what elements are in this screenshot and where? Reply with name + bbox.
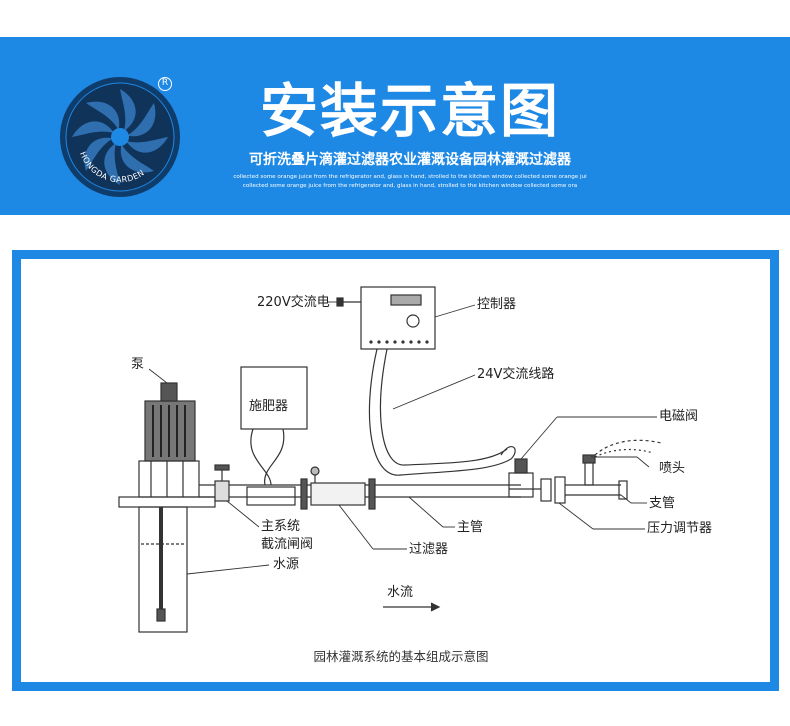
pump-base-slab	[118, 496, 216, 508]
branch-pipe-cap	[618, 480, 628, 500]
leader-pump	[148, 368, 168, 384]
hongda-garden-logo-icon: HONGDA GARDEN	[60, 77, 180, 197]
pipe-flange-right	[368, 478, 376, 510]
label-filter: 过滤器	[409, 542, 449, 557]
pressure-gauge-icon	[310, 466, 320, 476]
english-tagline-line-2: collected some orange juice from the ref…	[242, 183, 578, 189]
label-power: 220V交流电	[257, 295, 330, 310]
sprinkler-riser	[584, 460, 594, 486]
controller-display	[390, 294, 422, 306]
control-wire-24v	[368, 348, 516, 476]
leader-solenoid	[520, 416, 558, 460]
pressure-regulator-icon	[554, 476, 566, 504]
english-tagline: collected some orange juice from the ref…	[200, 173, 620, 191]
foot-valve	[156, 608, 166, 622]
english-tagline-line-1: collected some orange juice from the ref…	[233, 174, 587, 180]
label-fertilizer: 施肥器	[249, 399, 289, 414]
filter-icon	[310, 482, 366, 506]
page-subtitle: 可折洗叠片滴灌过滤器农业灌溉设备园林灌溉过滤器	[249, 152, 571, 168]
riser-fitting	[508, 472, 534, 498]
sprinkler-head-icon	[582, 454, 596, 464]
diagram-caption: 园林灌溉系统的基本组成示意图	[313, 649, 489, 664]
label-pump: 泵	[131, 357, 145, 372]
label-solenoid-valve: 电磁阀	[659, 409, 699, 424]
label-water-flow: 水流	[387, 585, 414, 600]
label-pressure-regulator: 压力调节器	[647, 521, 713, 536]
label-branch-pipe: 支管	[649, 496, 676, 511]
diagram-frame: 220V交流电 控制器 24V交流线路 泵 施肥器 电磁阀 喷头 支管 压力调节…	[12, 250, 779, 691]
pipe-fitting	[246, 486, 296, 506]
pipe-flange-left	[300, 478, 308, 510]
irrigation-diagram	[118, 286, 662, 633]
gate-valve-icon	[214, 480, 230, 502]
leader-filter	[338, 504, 374, 550]
spray-arc	[594, 439, 662, 456]
leader-controller	[434, 304, 476, 318]
label-shutoff-valve: 截流闸阀	[261, 537, 314, 552]
registered-mark: R	[158, 77, 172, 91]
label-24v-line: 24V交流线路	[477, 367, 555, 382]
power-plug-icon	[336, 297, 344, 307]
leader-pressure-reg	[558, 502, 594, 530]
leader-branch	[620, 494, 632, 504]
leader-main-system	[226, 500, 260, 528]
solenoid-valve-icon	[514, 458, 528, 474]
pump-housing	[138, 460, 200, 498]
label-controller: 控制器	[477, 297, 517, 312]
header-banner: HONGDA GARDEN R 安装示意图 可折洗叠片滴灌过滤器农业灌溉设备园林…	[0, 37, 790, 215]
leader-main-pipe	[408, 496, 444, 528]
label-water-source: 水源	[273, 557, 300, 572]
page-title: 安装示意图	[259, 77, 560, 145]
fertilizer-injector-icon	[240, 366, 308, 430]
label-sprinkler: 喷头	[659, 461, 686, 476]
leader-water-source	[186, 564, 270, 575]
valve-outlet	[540, 478, 552, 502]
leader-24v	[392, 374, 476, 410]
label-main-system: 主系统	[261, 519, 301, 534]
pump-cap	[160, 382, 178, 402]
label-main-pipe: 主管	[457, 520, 484, 535]
fertilizer-hose	[250, 428, 285, 486]
